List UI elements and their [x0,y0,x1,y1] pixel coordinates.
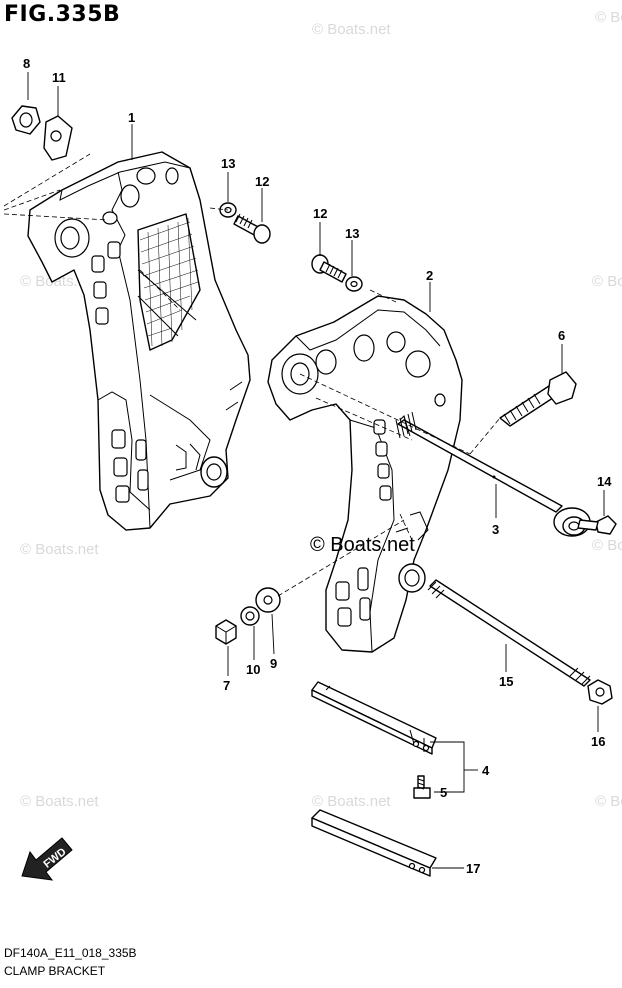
callout-11: 11 [52,70,66,85]
watermark: © Boats.net [312,21,391,38]
callout-numbers: 8 11 1 13 12 12 13 2 6 14 3 7 10 9 15 16… [23,56,612,876]
watermark: © Boats.net [312,793,391,810]
callout-6: 6 [558,328,565,343]
callout-7: 7 [223,678,230,693]
bolt-5 [413,775,431,799]
washer-13-mid [345,276,363,292]
leader-lines [27,72,605,869]
callout-4: 4 [482,763,490,778]
figure-code: DF140A_E11_018_335B [4,946,137,960]
callout-13: 13 [221,156,235,171]
tilt-rod-15 [427,579,591,687]
callout-1: 1 [128,110,135,125]
clamp-bracket-left [27,151,251,531]
callout-15: 15 [499,674,513,689]
bolt-6 [499,371,577,427]
alignment-lines [3,153,501,597]
nut-8 [11,105,41,135]
callout-8: 8 [23,56,30,71]
callout-12: 12 [255,174,269,189]
watermark: © Boats.net [20,541,99,558]
callout-12: 12 [313,206,327,221]
clamp-bracket-right [267,295,463,653]
plate-11 [43,115,73,161]
callout-13: 13 [345,226,359,241]
callout-17: 17 [466,861,480,876]
callout-14: 14 [597,474,612,489]
watermark: © Boats.net [592,273,622,290]
fwd-arrow-icon: FWD [21,837,73,881]
watermark-main: © Boats.net [310,534,415,556]
plate-4 [311,681,437,755]
bolt-14 [577,515,617,535]
plate-17 [311,809,437,877]
nut-7 [215,619,237,645]
watermark: © Boats.net [20,793,99,810]
callout-3: 3 [492,522,499,537]
figure-name: CLAMP BRACKET [4,964,106,978]
callout-2: 2 [426,268,433,283]
watermark: © Boats.net [592,537,622,554]
callout-9: 9 [270,656,277,671]
callout-10: 10 [246,662,260,677]
washer-9 [255,587,281,613]
nut-16 [587,679,613,705]
bolt-12-mid [311,254,347,283]
callout-16: 16 [591,734,605,749]
watermark: © Boats.net [595,793,622,810]
watermark: © Boats.net [595,9,622,26]
bolt-12-top [233,213,271,244]
figure-title: FIG.335B [4,2,121,27]
washer-10 [240,606,260,626]
watermark-layer: © Boats.net © Boats.net © Boats.net © Bo… [20,9,622,810]
callout-5: 5 [440,785,447,800]
